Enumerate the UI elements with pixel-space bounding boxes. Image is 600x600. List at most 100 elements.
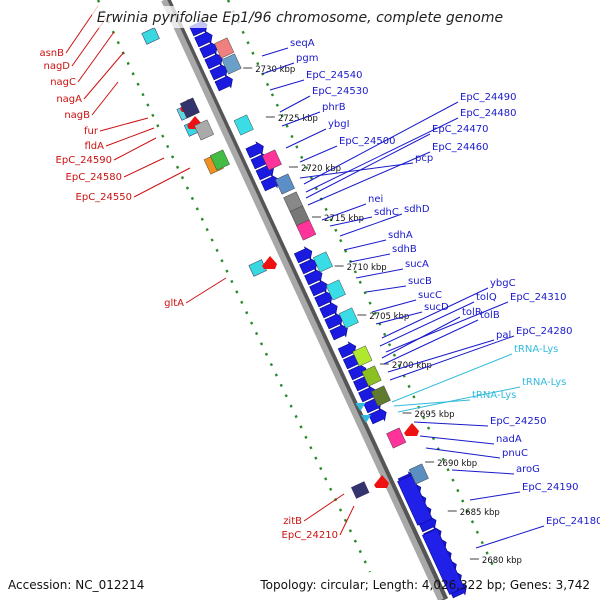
leader-line [379,301,475,347]
reverse-gene-arrow [404,423,419,436]
gene-label: EpC_24550 [76,192,132,203]
leader-line [451,469,515,475]
leader-line [261,47,289,57]
gene-label: nagB [64,110,90,121]
feature-box [194,119,214,141]
feature-box [274,173,295,195]
leader-line [83,51,125,100]
large-forward-gene [397,474,433,526]
gene-label: EpC_24590 [56,155,112,166]
gene-label: EpC_24280 [516,326,572,337]
leader-line [349,253,391,263]
gene-label: fldA [85,141,105,152]
leader-line [425,447,501,459]
gene-label: EpC_24180 [546,516,600,527]
leader-line [413,421,489,427]
feature-boxes [179,37,429,485]
reverse-gene [141,27,160,45]
forward-gene-arrow [299,257,318,275]
leader-line [303,493,345,522]
leader-line [391,353,513,403]
gene-label: EpC_24470 [432,124,488,135]
reverse-gene-arrow [374,475,389,488]
leader-line [397,386,521,413]
gene-label: nagC [50,77,76,88]
leader-line [185,277,227,304]
feature-box [325,279,346,301]
gene-label: nei [368,194,383,205]
gene-label: tRNA-Lys [514,344,558,355]
feature-box [261,149,282,171]
feature-box [338,307,359,329]
forward-gene-arrow [194,30,213,48]
leader-line [307,151,431,206]
leader-line [385,301,509,353]
leader-line [375,311,423,325]
leader-line [299,145,338,163]
gene-label: sdhD [404,204,430,215]
gene-label: EpC_24580 [66,172,122,183]
inner-dotted-track [96,0,372,573]
leader-line [279,95,311,113]
forward-gene-arrow [214,74,233,92]
leader-line [269,79,305,91]
leader-line [299,162,414,179]
gene-label: tolQ [476,292,497,303]
forward-gene-arrow [204,52,223,70]
gene-label: pnuC [502,448,528,459]
gene-label: pgm [296,53,318,64]
feature-box [233,114,254,136]
gene-label: ybgI [328,119,350,130]
gene-label: EpC_24500 [339,136,395,147]
forward-gene-arrow [304,268,323,286]
gene-label: sdhA [388,230,413,241]
leader-line [113,137,157,161]
title-backdrop [92,6,508,28]
scale-tick-label: 2680 kbp [482,556,522,566]
gene-label: EpC_24210 [282,530,338,541]
gene-label: EpC_24190 [522,482,578,493]
scale-tick-label: 2710 kbp [347,263,387,273]
feature-box [209,149,230,171]
feature-box [408,463,429,485]
feature-box [179,97,200,119]
gene-label: sucD [424,302,449,313]
leader-line [469,491,521,501]
gene-label: EpC_24480 [460,108,516,119]
leader-line [77,31,115,83]
label-leaders [65,5,545,549]
accession-text: Accession: NC_012214 [8,578,145,592]
scale-tick-label: 2705 kbp [369,312,409,322]
gene-label: asnB [39,48,64,59]
leader-line [303,101,459,185]
scale-tick-label: 2695 kbp [415,410,455,420]
gene-label: phrB [322,102,346,113]
feature-box [386,427,407,449]
forward-gene-arrow [309,279,328,297]
gene-label: aroG [516,464,540,475]
reverse-gene-arrow [262,256,277,269]
leader-line [339,505,355,536]
gene-label: EpC_24530 [312,86,368,97]
gene-label: EpC_24310 [510,292,566,303]
leader-line [381,316,461,359]
gene-labels: seqApgmEpC_24540EpC_24530phrBybgIEpC_245… [39,38,600,541]
leader-line [475,525,545,549]
forward-gene-arrow [209,63,228,81]
leader-line [381,287,489,339]
leader-line [133,167,191,198]
scale-tick-label: 2700 kbp [392,361,432,371]
scale-tick-label: 2690 kbp [437,459,477,469]
gene-label: EpC_24250 [490,416,546,427]
forward-gene-arrow [245,141,264,159]
forward-gene-arrow [199,41,218,59]
backbone [161,0,444,600]
scale-tick-label: 2715 kbp [324,214,364,224]
leader-line [355,268,404,279]
outer-dotted-track [226,0,498,573]
gene-label: sucB [408,276,432,287]
leader-line [393,399,471,407]
gene-label: zitB [283,516,302,527]
